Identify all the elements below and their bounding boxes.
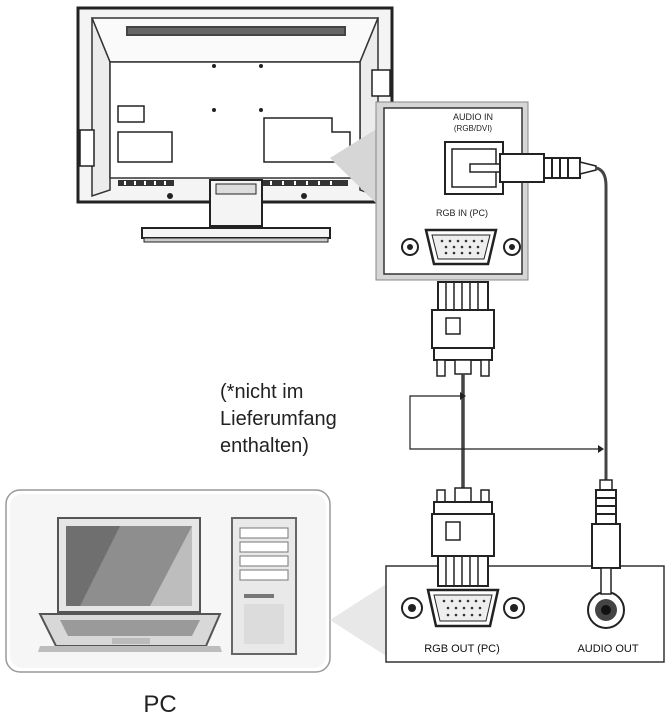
vga-plug-tv-end: [431, 281, 495, 377]
callout-wedge: [330, 128, 378, 205]
audio-plug-tv-end: [469, 153, 597, 183]
audio-cable: [595, 166, 608, 480]
audio-in-sublabel: (RGB/DVI): [454, 124, 493, 133]
pc-connector-panel: RGB OUT (PC) AUDIO OUT: [385, 565, 665, 663]
rgb-out-port[interactable]: [401, 588, 525, 628]
desktop-tower-icon: [231, 517, 297, 655]
rgb-in-label: RGB IN (PC): [436, 208, 488, 218]
vga-plug-pc-end: [431, 487, 495, 587]
audio-plug-pc-end: [591, 479, 621, 595]
audio-out-label: AUDIO OUT: [577, 643, 638, 655]
pc-label: PC: [143, 691, 176, 718]
audio-out-jack[interactable]: [587, 591, 625, 629]
rgb-out-label: RGB OUT (PC): [424, 643, 500, 655]
note-line-2: Lieferumfang: [220, 408, 337, 430]
not-included-bracket: [409, 395, 598, 450]
tv-connector-panel: AUDIO IN (RGB/DVI) RGB IN (PC): [375, 101, 529, 281]
tv-rear-view: [76, 6, 394, 243]
rgb-in-port[interactable]: [401, 228, 521, 266]
note-line-1: (*nicht im: [220, 381, 303, 403]
audio-in-label: AUDIO IN: [453, 112, 493, 122]
tv-stand-base: [141, 227, 331, 239]
note-line-3: enthalten): [220, 435, 309, 457]
pc-illustration-box: [5, 489, 331, 673]
laptop-icon: [38, 517, 222, 652]
